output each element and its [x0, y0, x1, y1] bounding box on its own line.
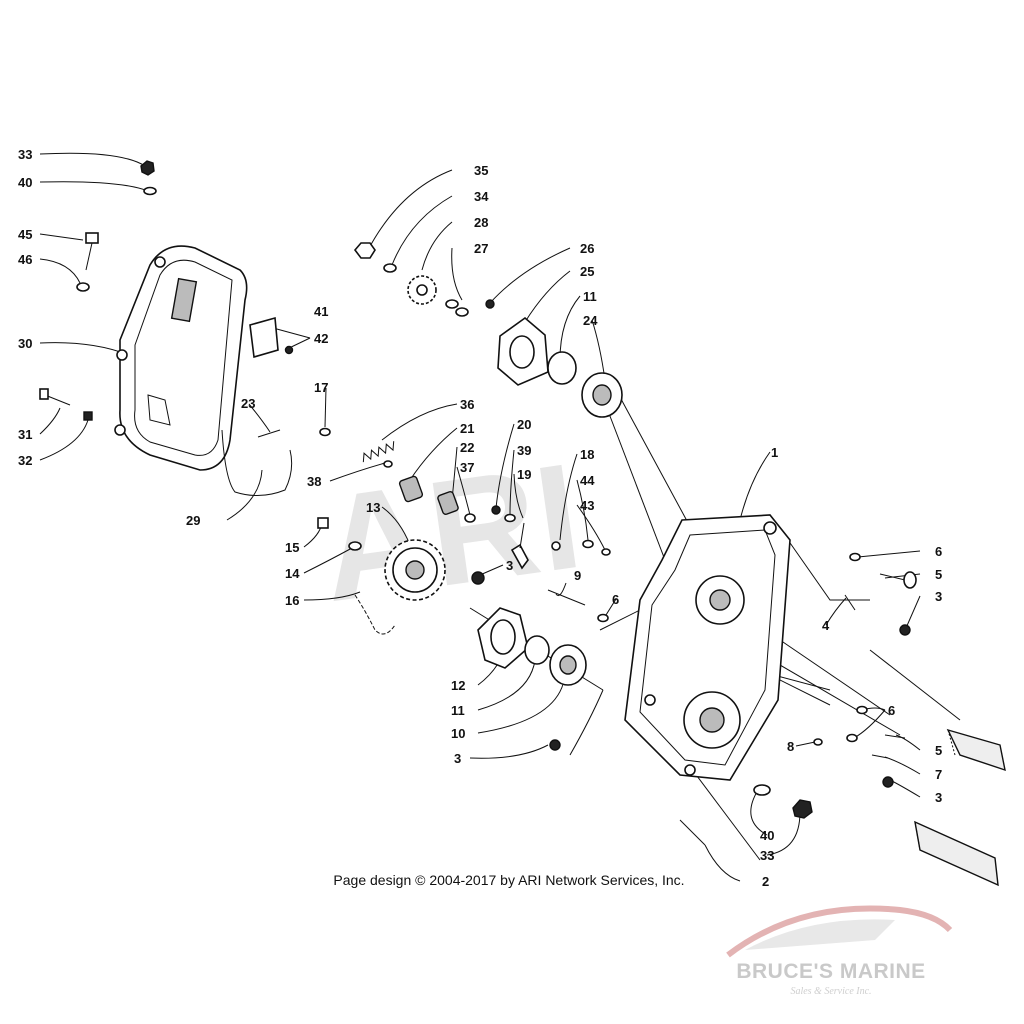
washer-38 [383, 460, 393, 468]
nut-3-bottom [549, 739, 561, 751]
callout-8: 8 [787, 739, 794, 754]
tension-spring [362, 441, 395, 463]
tension-cable [221, 429, 293, 496]
brand-name: BRUCE'S MARINE [736, 960, 926, 983]
callout-44: 44 [580, 473, 595, 488]
callout-38: 38 [307, 474, 321, 489]
callout-40-top: 40 [18, 175, 32, 190]
callout-17: 17 [314, 380, 328, 395]
callout-15: 15 [285, 540, 299, 555]
brand-tagline: Sales & Service Inc. [790, 986, 872, 997]
sprocket-bolt [317, 517, 362, 551]
callout-29: 29 [186, 513, 200, 528]
cover-bolt-left [39, 388, 93, 421]
callout-6-lower: 6 [888, 703, 895, 718]
callout-5-lower: 5 [935, 743, 942, 758]
upper-sprocket-set [353, 242, 469, 317]
callout-27: 27 [474, 241, 488, 256]
callout-28: 28 [474, 215, 488, 230]
callout-30: 30 [18, 336, 32, 351]
drive-sprocket [384, 539, 446, 601]
callout-16: 16 [285, 593, 299, 608]
drive-chain [354, 594, 396, 635]
callout-6-mid: 6 [612, 592, 619, 607]
callout-18: 18 [580, 447, 594, 462]
copyright-credit: Page design © 2004-2017 by ARI Network S… [0, 872, 1024, 888]
callout-2: 2 [762, 874, 769, 889]
callout-3-lowright: 3 [935, 790, 942, 805]
callout-12: 12 [451, 678, 465, 693]
callout-31: 31 [18, 427, 32, 442]
right-hardware [813, 552, 917, 788]
callout-35: 35 [474, 163, 488, 178]
callout-13: 13 [366, 500, 380, 515]
callout-22: 22 [460, 440, 474, 455]
callout-5-upper: 5 [935, 567, 942, 582]
callout-42: 42 [314, 331, 328, 346]
cover-plate [249, 316, 294, 359]
callout-40-bottom: 40 [760, 828, 774, 843]
small-hardware-18-44-43 [551, 539, 611, 556]
callout-10: 10 [451, 726, 465, 741]
cover-bolt-top [140, 160, 157, 196]
callout-numbers: 33 40 45 46 30 31 32 41 42 23 17 29 35 3… [18, 147, 942, 889]
callout-3-right: 3 [935, 589, 942, 604]
callout-11-bottom: 11 [451, 703, 465, 718]
tensioner-rollers [398, 475, 476, 523]
cover-bolt-bottom [753, 784, 813, 819]
callout-26: 26 [580, 241, 594, 256]
callout-46: 46 [18, 252, 32, 267]
callout-32: 32 [18, 453, 32, 468]
callout-19: 19 [517, 467, 531, 482]
callout-11-top: 11 [583, 289, 597, 304]
ari-watermark: ARI [311, 431, 590, 633]
callout-1: 1 [771, 445, 778, 460]
callout-25: 25 [580, 264, 594, 279]
callout-41: 41 [314, 304, 328, 319]
callout-14: 14 [285, 566, 300, 581]
chain-case-housing [624, 514, 791, 781]
callout-20: 20 [517, 417, 531, 432]
callout-9: 9 [574, 568, 581, 583]
nut-3-left [471, 571, 485, 585]
callout-6-right: 6 [935, 544, 942, 559]
upper-bearing-stack [485, 299, 623, 418]
long-bolt [679, 819, 706, 846]
tensioner-bracket [491, 505, 529, 570]
callout-23: 23 [241, 396, 255, 411]
callout-37: 37 [460, 460, 474, 475]
output-shafts [914, 728, 1006, 887]
callout-24: 24 [583, 313, 598, 328]
callout-45: 45 [18, 227, 32, 242]
callout-3-upper: 3 [506, 558, 513, 573]
copyright-text: Page design © 2004-2017 by ARI Network S… [333, 872, 685, 888]
pin [257, 429, 281, 438]
callout-21: 21 [460, 421, 474, 436]
callout-3-bottom: 3 [454, 751, 461, 766]
stud-9 [547, 589, 586, 606]
callout-33-top: 33 [18, 147, 32, 162]
callout-39: 39 [517, 443, 531, 458]
callout-36: 36 [460, 397, 474, 412]
vent-fitting [76, 232, 99, 292]
callout-43: 43 [580, 498, 594, 513]
chain-case-cover [114, 245, 248, 471]
callout-34: 34 [474, 189, 489, 204]
brand-logo-mark [726, 905, 953, 958]
washer-17 [319, 427, 331, 437]
washer-6-mid [597, 613, 609, 623]
callout-33-bottom: 33 [760, 848, 774, 863]
lower-bearing-stack [477, 607, 587, 686]
callout-4: 4 [822, 618, 830, 633]
callout-7: 7 [935, 767, 942, 782]
